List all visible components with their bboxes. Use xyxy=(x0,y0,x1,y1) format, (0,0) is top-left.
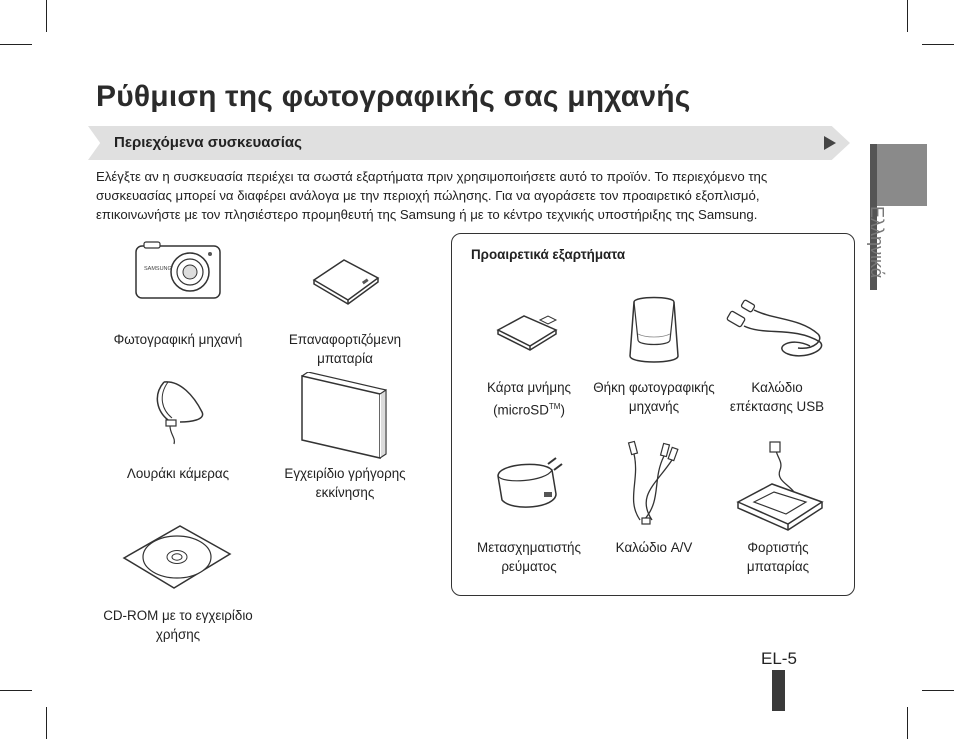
strap-label-line: Λουράκι κάμερας xyxy=(126,466,230,481)
usb-cable-label-line2: επέκτασης USB xyxy=(729,399,825,414)
page-number: EL-5 xyxy=(761,649,797,668)
crop-mark xyxy=(46,0,47,32)
ac-adapter-label-line1: Μετασχηματιστής xyxy=(477,540,581,555)
cd-rom-icon xyxy=(122,525,232,589)
memory-card-icon xyxy=(496,315,558,351)
usb-cable-label: Καλώδιο επέκτασης USB xyxy=(714,378,840,416)
ac-adapter-label: Μετασχηματιστής ρεύματος xyxy=(460,538,598,576)
camera-label: Φωτογραφική μηχανή xyxy=(98,330,258,349)
crop-mark xyxy=(907,707,908,739)
language-label: Ελληνικά xyxy=(867,206,887,279)
camera-case-label-line1: Θήκη φωτογραφικής xyxy=(593,380,715,395)
battery-label: Επαναφορτιζόμενη μπαταρία xyxy=(268,330,422,368)
charger-label: Φορτιστής μπαταρίας xyxy=(718,538,838,576)
cdrom-label-line1: CD-ROM με το εγχειρίδιο xyxy=(103,608,253,623)
manual-icon xyxy=(301,372,387,459)
strap-label: Λουράκι κάμερας xyxy=(98,464,258,483)
play-arrow-icon xyxy=(824,136,836,150)
crop-mark xyxy=(907,0,908,32)
camera-case-icon xyxy=(629,296,679,363)
battery-label-line1: Επαναφορτιζόμενη xyxy=(288,332,402,347)
camera-label-line: Φωτογραφική μηχανή xyxy=(113,332,243,347)
language-tab xyxy=(870,144,927,206)
memory-card-label: Κάρτα μνήμης (microSDTM) xyxy=(462,378,596,419)
camera-case-label: Θήκη φωτογραφικής μηχανής xyxy=(584,378,724,416)
intro-paragraph: Ελέγξτε αν η συσκευασία περιέχει τα σωστ… xyxy=(96,169,768,222)
manual-label-line1: Εγχειρίδιο γρήγορης xyxy=(284,466,406,481)
memory-card-type-close: ) xyxy=(560,402,565,418)
charger-label-line2: μπαταρίας xyxy=(746,559,810,574)
camera-case-label-line2: μηχανής xyxy=(628,399,680,414)
crop-mark xyxy=(0,690,32,691)
cdrom-label: CD-ROM με το εγχειρίδιο χρήσης xyxy=(88,606,268,644)
crop-mark xyxy=(0,44,32,45)
battery-icon xyxy=(312,259,380,305)
battery-charger-icon xyxy=(736,441,824,531)
av-cable-label-line: Καλώδιο A/V xyxy=(615,540,693,555)
camera-icon: SAMSUNG xyxy=(135,241,221,299)
optional-accessories-box xyxy=(451,233,855,596)
optional-accessories-title: Προαιρετικά εξαρτήματα xyxy=(471,247,626,262)
memory-card-type: (microSD xyxy=(493,402,549,418)
manual-label-line2: εκκίνησης xyxy=(315,485,375,500)
av-cable-label: Καλώδιο A/V xyxy=(590,538,718,557)
manual-label: Εγχειρίδιο γρήγορης εκκίνησης xyxy=(268,464,422,502)
section-header-bar xyxy=(88,126,850,160)
memory-card-label-line2: (microSDTM) xyxy=(462,397,596,419)
usb-cable-icon xyxy=(726,299,823,357)
charger-label-line1: Φορτιστής xyxy=(747,540,809,555)
section-title: Περιεχόμενα συσκευασίας xyxy=(114,134,302,151)
language-tab-accent xyxy=(870,144,877,290)
av-cable-icon xyxy=(627,440,679,525)
page-title: Ρύθμιση της φωτογραφικής σας μηχανής xyxy=(96,80,691,113)
battery-label-line2: μπαταρία xyxy=(317,351,373,366)
crop-mark xyxy=(46,707,47,739)
ac-adapter-icon xyxy=(497,457,563,508)
camera-brand-text: SAMSUNG xyxy=(144,266,172,272)
trademark-mark: TM xyxy=(548,402,561,411)
strap-icon xyxy=(156,381,204,445)
usb-cable-label-line1: Καλώδιο xyxy=(751,380,803,395)
memory-card-label-line1: Κάρτα μνήμης xyxy=(487,380,571,395)
ac-adapter-label-line2: ρεύματος xyxy=(501,559,557,574)
cdrom-label-line2: χρήσης xyxy=(155,627,201,642)
crop-mark xyxy=(922,44,954,45)
crop-mark xyxy=(922,690,954,691)
page-tab-marker xyxy=(772,670,785,711)
